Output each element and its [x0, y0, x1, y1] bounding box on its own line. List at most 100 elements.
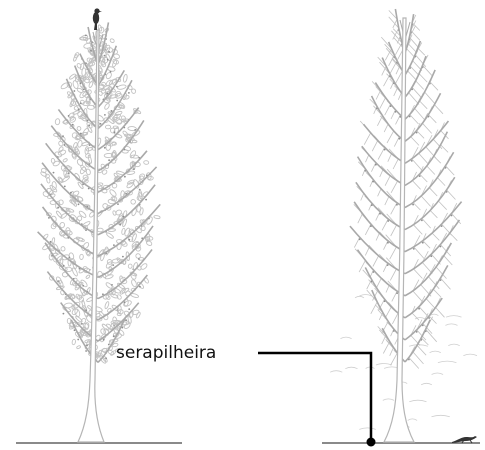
leaf: [143, 160, 148, 164]
twig: [414, 269, 423, 279]
leaf: [104, 301, 109, 309]
twig: [434, 156, 441, 163]
twig: [412, 181, 420, 190]
twig: [384, 74, 391, 86]
twig: [430, 211, 437, 218]
twig: [376, 233, 379, 240]
leaf: [124, 95, 130, 100]
twig: [414, 225, 423, 235]
twig: [393, 19, 397, 28]
twig: [413, 203, 420, 210]
twig: [418, 48, 425, 55]
branch: [372, 96, 405, 141]
litter-stroke: [432, 373, 444, 375]
twig: [428, 115, 436, 123]
leaf-dot: [82, 285, 84, 287]
litter-stroke: [432, 415, 450, 417]
leaf-dot: [88, 124, 90, 126]
twig: [408, 43, 416, 52]
leaf: [126, 181, 134, 189]
leaf-dot: [113, 335, 115, 337]
perched-bird-icon: [93, 8, 102, 30]
leaf-dot: [125, 319, 127, 321]
leaf-dot: [86, 345, 88, 347]
twig: [386, 285, 389, 292]
twig: [426, 299, 435, 309]
twig: [438, 201, 446, 210]
bare-trunk: [384, 18, 414, 442]
leaf-dot: [119, 224, 121, 226]
twig: [394, 87, 398, 96]
leaf-dot: [57, 280, 59, 282]
twig: [420, 174, 428, 182]
leaf-dot: [69, 257, 71, 259]
twig: [373, 256, 379, 267]
leaf-dot: [63, 265, 65, 267]
leaf-dot: [81, 323, 83, 325]
litter-stroke: [438, 361, 457, 363]
leaf-dot: [104, 147, 106, 149]
twig: [391, 353, 398, 365]
branch: [362, 146, 405, 185]
leaf: [114, 111, 122, 117]
twig: [390, 269, 396, 280]
twig: [441, 278, 451, 289]
twig: [366, 155, 369, 162]
leaf: [55, 118, 60, 125]
leaf-dot: [107, 59, 109, 61]
twig: [413, 291, 423, 302]
leaf: [87, 305, 92, 310]
litter-stroke: [330, 371, 342, 373]
twig: [414, 247, 424, 259]
leaf-dot: [78, 203, 80, 205]
litter-stroke: [446, 316, 461, 318]
twig: [413, 352, 424, 364]
twig: [452, 214, 461, 224]
twig-dot: [411, 160, 413, 162]
twig: [421, 196, 430, 206]
twig: [409, 358, 419, 369]
leaf: [123, 74, 128, 83]
leaf: [77, 140, 83, 148]
leaf-dot: [85, 35, 87, 37]
leaf-dot: [106, 92, 108, 94]
twig: [391, 329, 394, 336]
litter-stroke: [421, 383, 432, 385]
twig: [380, 170, 383, 177]
branch: [364, 124, 405, 163]
twig: [382, 219, 388, 230]
twig: [371, 302, 377, 314]
leaf-dot: [112, 264, 114, 266]
leaf-dot: [116, 100, 118, 102]
twig: [433, 289, 441, 297]
twig: [450, 233, 458, 241]
twig: [417, 345, 426, 355]
leaf-dot: [64, 186, 66, 188]
twig: [376, 212, 380, 221]
leaf-dot: [68, 115, 70, 117]
callout-leader-line: [258, 353, 371, 442]
leaf: [77, 216, 81, 221]
leaf: [141, 226, 145, 230]
bare-tree: [330, 9, 477, 442]
twig: [419, 153, 429, 164]
branch: [405, 320, 430, 362]
twig: [378, 148, 385, 160]
twig-dot: [396, 204, 398, 206]
leaf-dot: [124, 176, 126, 178]
leaf-dot: [105, 357, 107, 359]
twig: [432, 233, 439, 240]
twig: [407, 49, 415, 58]
leaf-dot: [128, 308, 130, 310]
leaf-dot: [111, 110, 113, 112]
twig: [437, 178, 445, 186]
leaf: [131, 155, 139, 159]
leaf-dot: [87, 120, 89, 122]
leaf-dot: [64, 144, 66, 146]
leaf: [67, 318, 71, 323]
leaf: [97, 228, 103, 232]
twig: [390, 247, 397, 259]
leaf-dot: [108, 159, 110, 161]
twig: [396, 66, 400, 74]
litter-stroke: [430, 351, 441, 353]
